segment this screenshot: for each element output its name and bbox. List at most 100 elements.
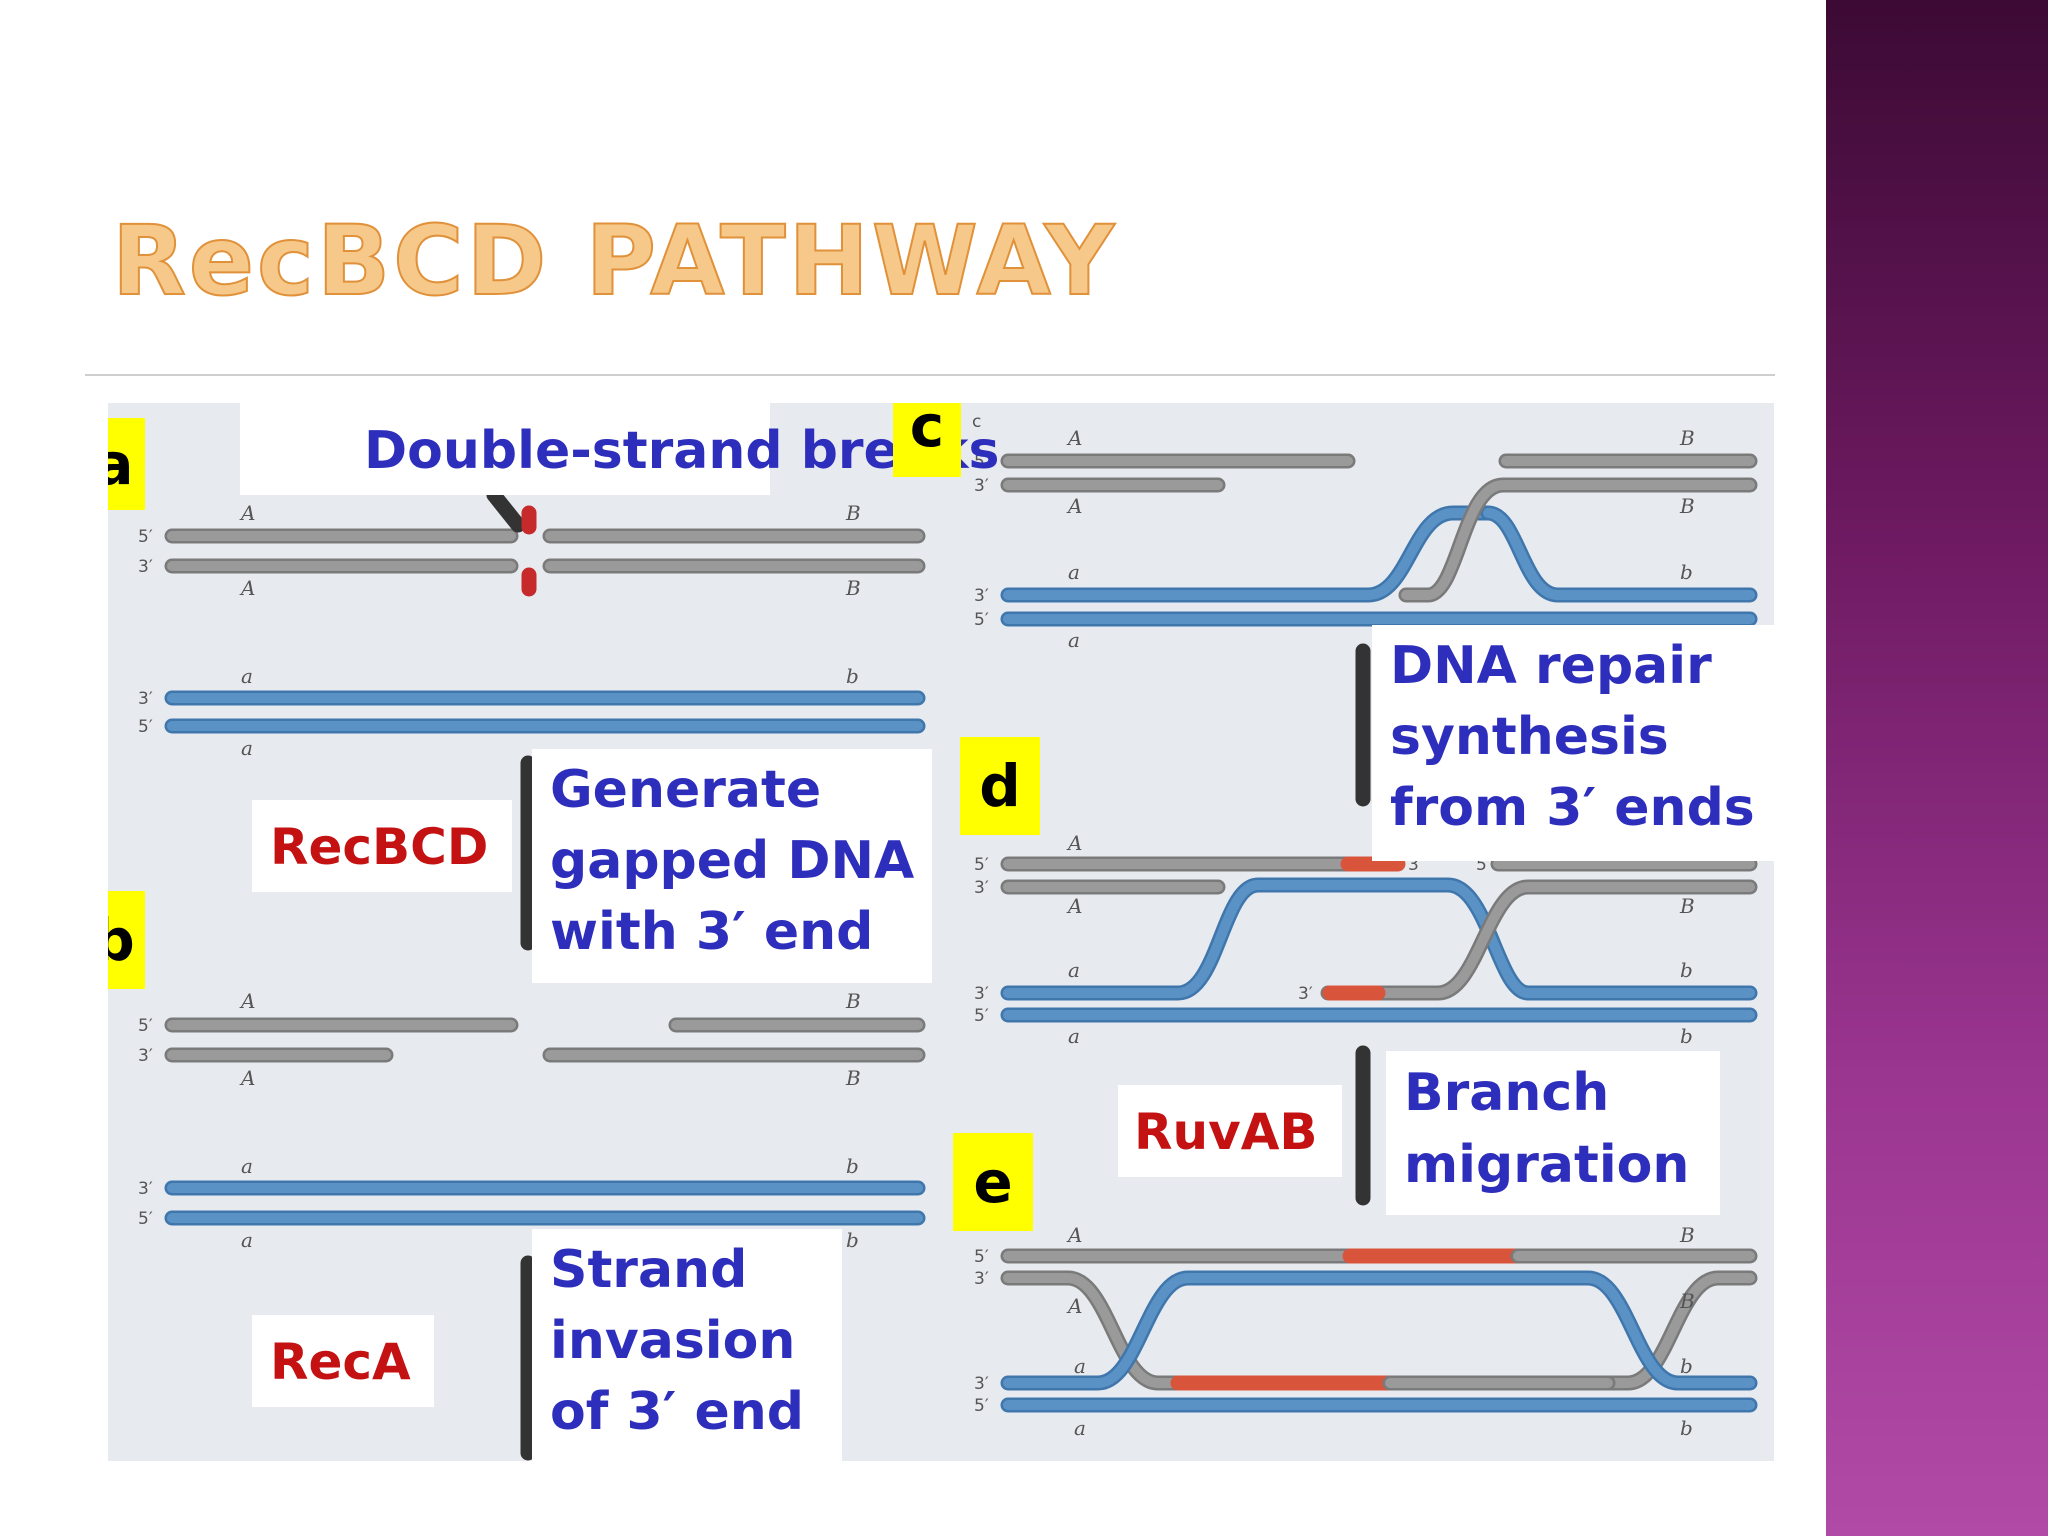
gene-label-A: A [239, 989, 255, 1013]
label-5prime: 5′ [138, 527, 153, 547]
panel-label-b: b [108, 891, 145, 989]
invasion-line-3: of 3′ end [550, 1382, 804, 1442]
reca-label: RecA [270, 1333, 411, 1391]
gene-label-A: A [1066, 831, 1082, 855]
gene-label-a: a [241, 664, 253, 688]
gene-label-B: B [845, 1066, 861, 1090]
strand-d-gray-invading [1323, 882, 1755, 998]
strand-e-blue-loop [1003, 1273, 1755, 1388]
gene-label-A: A [1066, 494, 1082, 518]
panel-c-small-label: c [972, 412, 981, 432]
gene-label-b: b [846, 1154, 859, 1178]
strand-c-blue-invade [1003, 508, 1493, 600]
label-3prime: 3′ [974, 586, 989, 606]
gene-label-b: b [1680, 1024, 1693, 1048]
invasion-caption-box: Strand invasion of 3′ end [532, 1229, 842, 1461]
label-3prime: 3′ [974, 476, 989, 496]
label-3prime: 3′ [974, 1374, 989, 1394]
gene-label-B: B [1679, 894, 1695, 918]
label-3prime: 3′ [974, 984, 989, 1004]
gene-label-B: B [845, 576, 861, 600]
strand-d-blue-loop-outline [1000, 877, 1758, 1001]
invasion-line-2: invasion [550, 1311, 796, 1371]
gene-label-a: a [1068, 1024, 1080, 1048]
gene-label-B: B [845, 989, 861, 1013]
branch-line-2: migration [1404, 1135, 1690, 1195]
gene-label-B: B [1679, 426, 1695, 450]
recbcd-box: RecBCD [252, 800, 512, 892]
gene-label-A: A [239, 501, 255, 525]
gene-label-A: A [1066, 1223, 1082, 1247]
title-divider [85, 374, 1775, 376]
panel-label-d: d [960, 737, 1040, 835]
repair-line-3: from 3′ ends [1390, 778, 1755, 838]
gene-label-a: a [1068, 560, 1080, 584]
strand-e-gray-right-cross [1603, 1273, 1755, 1388]
gene-label-B: B [1679, 1289, 1695, 1313]
gene-label-a: a [1074, 1354, 1086, 1378]
branch-caption: Branch migration [1404, 1057, 1689, 1201]
repair-line-1: DNA repair [1390, 636, 1712, 696]
gene-label-a: a [241, 1228, 253, 1252]
panel-label-c: c [893, 403, 961, 477]
label-3prime: 3′ [1298, 984, 1313, 1004]
slide-title: RecBCD PATHWAY [111, 204, 1118, 318]
gene-label-A: A [1066, 894, 1082, 918]
label-3prime: 3′ [974, 878, 989, 898]
label-5prime: 5′ [974, 1006, 989, 1026]
gene-label-A: A [1066, 426, 1082, 450]
strand-c-blue-right-outline [1480, 505, 1758, 603]
gene-label-B: B [1679, 1223, 1695, 1247]
gene-label-A: A [239, 1066, 255, 1090]
label-3prime: 3′ [138, 557, 153, 577]
label-5prime: 5′ [974, 610, 989, 630]
gene-label-b: b [1680, 1354, 1693, 1378]
gene-label-A: A [239, 576, 255, 600]
label-5prime: 5′ [138, 1016, 153, 1036]
invasion-caption: Strand invasion of 3′ end [550, 1235, 804, 1448]
gapped-caption: Generate gapped DNA with 3′ end [550, 755, 914, 968]
purple-sidebar [1826, 0, 2048, 1536]
label-5prime: 5′ [974, 855, 989, 875]
double-strand-caption-box: Double-strand breaks [240, 403, 999, 495]
label-5prime: 5′ [974, 1396, 989, 1416]
strand-c-blue-right [1483, 508, 1755, 600]
label-3prime: 3′ [138, 689, 153, 709]
gene-label-b: b [846, 1228, 859, 1252]
gene-label-b: b [1680, 560, 1693, 584]
panel-label-a: a [108, 418, 145, 510]
branch-line-1: Branch [1404, 1063, 1610, 1123]
repair-line-2: synthesis [1390, 707, 1669, 767]
label-5prime: 5′ [974, 1247, 989, 1267]
strand-e-gray-left-cross [1003, 1273, 1183, 1388]
label-5prime: 5′ [138, 1209, 153, 1229]
gene-label-B: B [845, 501, 861, 525]
gene-label-a: a [1068, 958, 1080, 982]
ruvab-box: RuvAB [1118, 1085, 1342, 1177]
gapped-line-1: Generate [550, 760, 822, 820]
panel-label-e: e [953, 1133, 1033, 1231]
gene-label-B: B [1679, 494, 1695, 518]
recbcd-label: RecBCD [270, 818, 489, 876]
label-3prime: 3′ [138, 1046, 153, 1066]
gene-label-a: a [241, 736, 253, 760]
gapped-line-2: gapped DNA [550, 831, 915, 891]
repair-caption-box: DNA repair synthesis from 3′ ends [1372, 625, 1774, 861]
gene-label-A: A [1066, 1294, 1082, 1318]
label-5prime: 5′ [974, 452, 989, 472]
gene-label-b: b [846, 664, 859, 688]
branch-caption-box: Branch migration [1386, 1051, 1720, 1215]
ruvab-label: RuvAB [1134, 1103, 1318, 1161]
gapped-line-3: with 3′ end [550, 902, 874, 962]
repair-caption: DNA repair synthesis from 3′ ends [1390, 631, 1755, 844]
gene-label-a: a [1074, 1416, 1086, 1440]
gene-label-a: a [241, 1154, 253, 1178]
gene-label-b: b [1680, 958, 1693, 982]
gapped-caption-box: Generate gapped DNA with 3′ end [532, 749, 932, 983]
invasion-line-1: Strand [550, 1240, 748, 1300]
reca-box: RecA [252, 1315, 434, 1407]
strand-d-blue-loop [1003, 880, 1755, 998]
gene-label-b: b [1680, 1416, 1693, 1440]
